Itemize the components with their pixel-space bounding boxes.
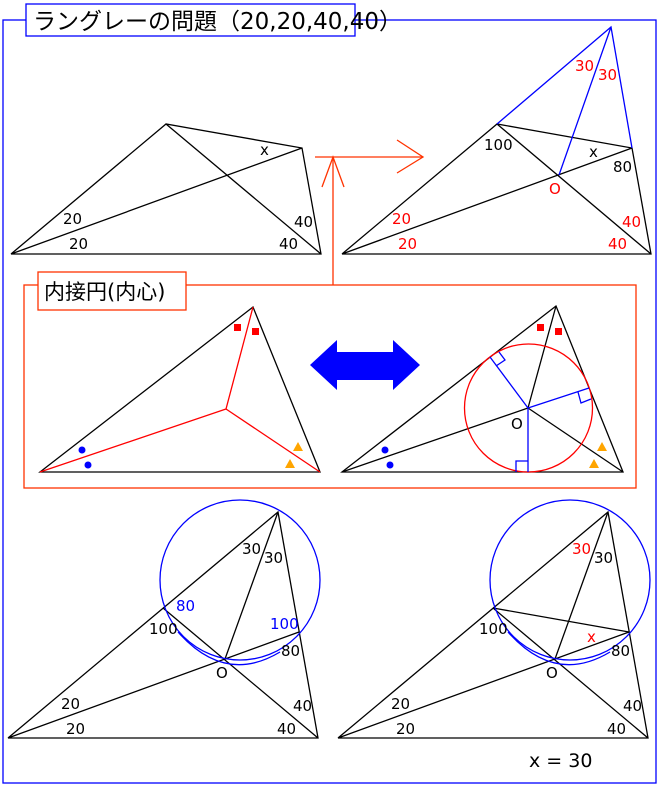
- incircle-section-title: 内接円(内心): [44, 280, 165, 304]
- circle-marker-icon: [386, 461, 394, 469]
- angle-label: 30: [264, 549, 283, 567]
- circle-marker-icon: [381, 446, 389, 454]
- square-marker-icon: [252, 328, 259, 335]
- circumcircle: [159, 499, 321, 661]
- point-o-label: O: [216, 664, 228, 682]
- angle-label: 30: [572, 540, 591, 558]
- angle-label: 30: [594, 549, 613, 567]
- angle-label: 20: [398, 235, 417, 253]
- answer-text: x = 30: [529, 750, 592, 772]
- angle-label: 20: [391, 695, 410, 713]
- angle-label: 20: [61, 695, 80, 713]
- angle-label: 40: [293, 697, 312, 715]
- angle-label: 30: [575, 57, 594, 75]
- angle-x-label: x: [589, 143, 598, 161]
- square-marker-icon: [234, 324, 241, 331]
- triangle-marker-icon: [293, 442, 303, 451]
- angle-label: 20: [66, 720, 85, 738]
- circumcircle: [489, 499, 651, 661]
- angle-label: 30: [242, 540, 261, 558]
- angle-label: 40: [607, 720, 626, 738]
- panel-incircle: O: [340, 304, 624, 473]
- angle-label: 40: [608, 235, 627, 253]
- angle-label: 80: [611, 642, 630, 660]
- page-title: ラングレーの問題（20,20,40,40）: [33, 9, 402, 35]
- arc: [177, 631, 281, 666]
- angle-label: 30: [598, 66, 617, 84]
- arc: [507, 631, 611, 666]
- angle-label: 80: [613, 158, 632, 176]
- angle-label: 100: [149, 620, 178, 638]
- angle-label: 100: [479, 620, 508, 638]
- angle-x-label: x: [260, 141, 269, 159]
- double-arrow-icon: [310, 340, 420, 390]
- incircle-title-box: [37, 271, 187, 311]
- angle-label: 40: [279, 235, 298, 253]
- square-marker-icon: [555, 328, 562, 335]
- panel-solution: 30 30 100 x 80 O 20 20 40 40 x = 30: [337, 499, 651, 772]
- transition-arrow: [315, 139, 425, 285]
- angle-label: 100: [484, 136, 513, 154]
- angle-label: 100: [270, 615, 299, 633]
- circle-marker-icon: [84, 461, 92, 469]
- triangle-marker-icon: [589, 459, 599, 468]
- panel-angle-bisectors: [38, 305, 321, 473]
- incenter-label: O: [511, 415, 523, 433]
- angle-label: 40: [623, 697, 642, 715]
- angle-label: 20: [69, 235, 88, 253]
- angle-label: 20: [392, 210, 411, 228]
- angle-label: 20: [63, 210, 82, 228]
- triangle-marker-icon: [597, 442, 607, 451]
- angle-label: 40: [277, 720, 296, 738]
- square-marker-icon: [537, 324, 544, 331]
- angle-x-label: x: [587, 628, 596, 646]
- angle-label: 20: [396, 720, 415, 738]
- point-o-label: O: [546, 664, 558, 682]
- angle-label: 40: [294, 213, 313, 231]
- panel-original-problem: x 20 20 40 40: [10, 123, 322, 255]
- triangle-marker-icon: [285, 459, 295, 468]
- title-box: [25, 3, 356, 37]
- incircle-section-frame: [23, 284, 637, 489]
- circle-marker-icon: [78, 446, 86, 454]
- point-o-label: O: [549, 180, 561, 198]
- angle-label: 80: [281, 642, 300, 660]
- panel-auxiliary-construction: 30 30 100 x 80 O 20 20 40 40: [341, 25, 652, 255]
- angle-label: 80: [176, 597, 195, 615]
- angle-label: 40: [622, 213, 641, 231]
- panel-cyclic-quadrilateral: 30 30 80 100 100 80 O 20 20 40 40: [7, 499, 321, 739]
